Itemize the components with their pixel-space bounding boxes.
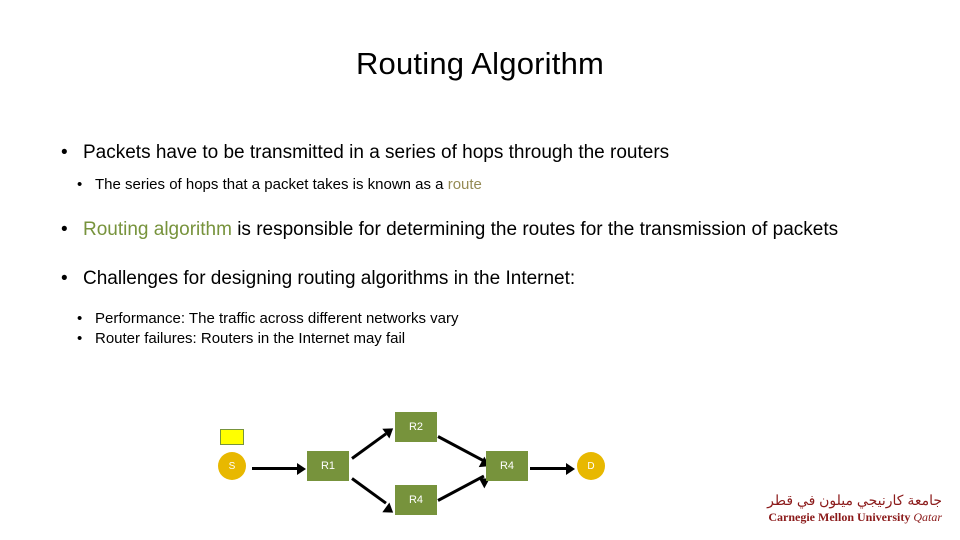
bullet-text: Performance: The traffic across differen… xyxy=(95,310,459,327)
logo-english-name: Carnegie Mellon University xyxy=(768,509,911,524)
node-label: S xyxy=(228,460,236,472)
node-r1: R1 xyxy=(307,451,349,481)
university-logo: جامعة كارنيجي ميلون في قطر Carnegie Mell… xyxy=(767,493,942,524)
node-label: R4 xyxy=(408,494,424,506)
bullet-text: is responsible for determining the route… xyxy=(231,219,839,240)
bullet-performance: • Performance: The traffic across differ… xyxy=(55,309,915,329)
node-label: D xyxy=(587,460,595,472)
node-label: R2 xyxy=(408,421,424,433)
bullet-router-failures: • Router failures: Routers in the Intern… xyxy=(55,329,915,349)
edge-r1-r4-line xyxy=(351,477,387,505)
bullet-text-green-highlight: Routing algorithm xyxy=(83,219,232,240)
bullet-text-route-highlight: route xyxy=(447,176,482,193)
bullet-packets-hops: • Packets have to be transmitted in a se… xyxy=(55,140,915,165)
logo-english-suffix: Qatar xyxy=(913,509,942,524)
bullet-marker: • xyxy=(61,268,68,289)
bullet-marker: • xyxy=(77,310,83,327)
edge-r4bottom-r4right-line xyxy=(437,474,485,502)
bullet-marker: • xyxy=(77,176,83,193)
node-label: R1 xyxy=(320,460,336,472)
node-label: R4 xyxy=(499,460,515,472)
node-r4-right: R4 xyxy=(486,451,528,481)
bullet-routing-algorithm: • Routing algorithm is responsible for d… xyxy=(55,217,915,242)
node-r2-top: R2 xyxy=(395,412,437,442)
node-destination: D xyxy=(577,452,605,480)
bullet-text: Router failures: Routers in the Internet… xyxy=(95,330,406,347)
bullet-text: The series of hops that a packet takes i… xyxy=(95,176,448,193)
logo-arabic-text: جامعة كارنيجي ميلون في قطر xyxy=(767,492,942,509)
bullet-marker: • xyxy=(61,219,68,240)
page-title: Routing Algorithm xyxy=(355,46,605,81)
slide-body: • Packets have to be transmitted in a se… xyxy=(55,140,915,349)
node-r4-bottom: R4 xyxy=(395,485,437,515)
node-source: S xyxy=(218,452,246,480)
network-diagram: S R1 R2 R4 R4 xyxy=(0,405,960,540)
bullet-challenges: • Challenges for designing routing algor… xyxy=(55,266,915,291)
bullet-text: Packets have to be transmitted in a seri… xyxy=(83,142,670,163)
edge-r2-r4right-line xyxy=(437,435,485,463)
bullet-marker: • xyxy=(61,142,68,163)
bullet-series-route: • The series of hops that a packet takes… xyxy=(55,175,915,195)
packet-marker-icon xyxy=(220,429,244,445)
bullet-marker: • xyxy=(77,330,83,347)
edge-r1-r2-line xyxy=(351,432,387,460)
logo-english-text: Carnegie Mellon University Qatar xyxy=(767,509,942,524)
bullet-text: Challenges for designing routing algorit… xyxy=(83,268,576,289)
